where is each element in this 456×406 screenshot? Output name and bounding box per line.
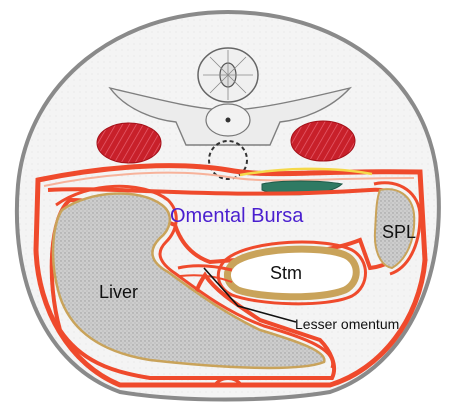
lesser-omentum-label: Lesser omentum	[295, 316, 399, 332]
omental-bursa-label: Omental Bursa	[170, 205, 304, 227]
spleen-label: SPL	[382, 222, 416, 242]
kidney-right	[291, 121, 355, 161]
kidney-left	[97, 123, 161, 163]
liver-label: Liver	[99, 282, 138, 302]
stomach-label: Stm	[270, 263, 302, 283]
aorta-dot	[226, 118, 231, 123]
